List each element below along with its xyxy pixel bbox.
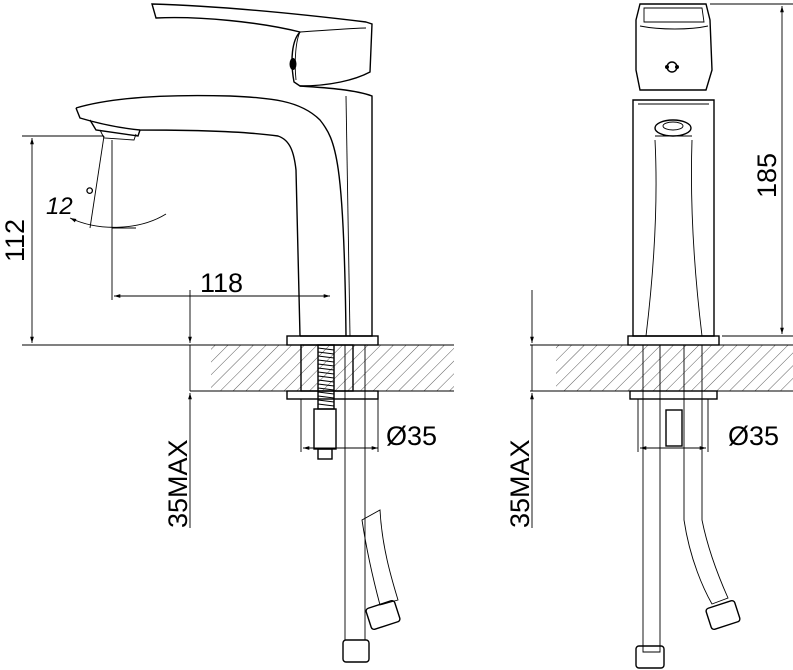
dimension-185: 185 (710, 3, 793, 337)
dimension-35max-left: 35MAX (163, 290, 193, 528)
dimension-112: 112 (0, 135, 104, 343)
front-view: 185 35MAX Ø35 (505, 3, 793, 669)
dimension-35max-right: 35MAX (505, 290, 535, 528)
dimension-118: 118 (111, 140, 330, 300)
dimension-angle: 12 ° (46, 135, 167, 229)
countertop-left (22, 344, 454, 392)
dimension-diameter-left: Ø35 (300, 399, 437, 452)
faucet-body-side (75, 85, 373, 337)
angle-value-label: 12 (46, 193, 73, 220)
angle-unit-label: ° (84, 183, 94, 210)
lever-handle-side (151, 3, 373, 87)
faucet-body-front (632, 99, 715, 337)
braided-hoses-side (342, 344, 401, 663)
dimension-112-label: 112 (0, 219, 30, 262)
dimension-185-label: 185 (752, 153, 782, 198)
base-flange-front (627, 335, 720, 400)
lever-handle-front (635, 3, 713, 91)
dimension-118-label: 118 (200, 268, 243, 298)
side-view: 112 12 ° 118 35MAX Ø35 (0, 3, 454, 663)
braided-hoses-front (635, 344, 741, 669)
dimension-35max-left-label: 35MAX (163, 439, 193, 528)
dimension-diameter-left-label: Ø35 (386, 421, 437, 451)
dimension-diameter-right: Ø35 (637, 399, 779, 452)
countertop-right (530, 344, 793, 392)
dimension-35max-right-label: 35MAX (505, 439, 535, 528)
dimension-diameter-right-label: Ø35 (728, 421, 779, 451)
